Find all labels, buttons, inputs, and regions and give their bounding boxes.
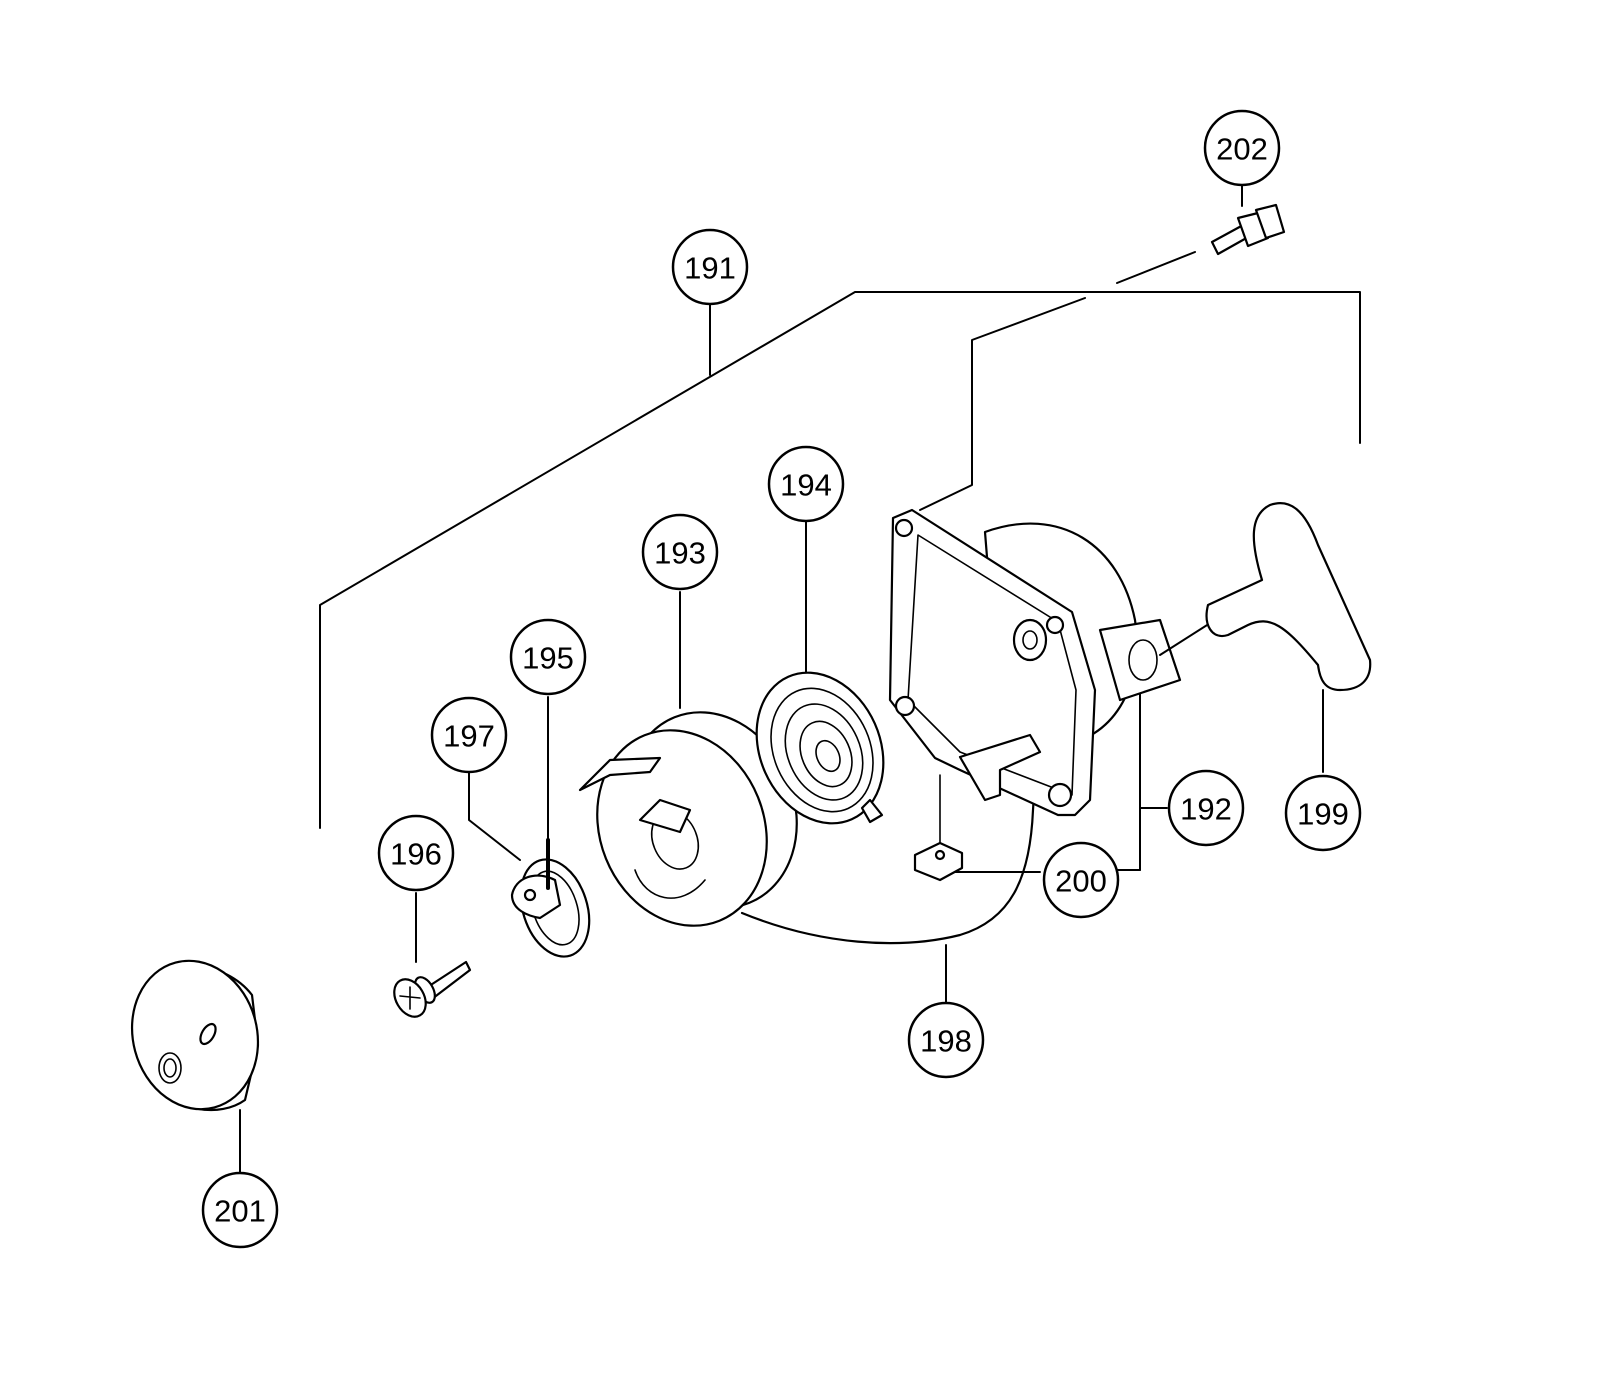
pulley-cam (638, 798, 692, 834)
handle-rope (1159, 619, 1216, 656)
spring-center (815, 739, 841, 773)
damper-pad (913, 774, 964, 882)
leader-197 (468, 772, 521, 861)
callout-200-label: 200 (1055, 864, 1107, 899)
callout-198: 198 (907, 1001, 985, 1079)
spring-coil-1 (770, 687, 874, 813)
spring-hook (860, 798, 884, 824)
starter-handle (1159, 502, 1372, 692)
callout-196: 196 (377, 814, 455, 892)
recoil-housing (888, 508, 1182, 817)
housing-latch (958, 733, 1042, 802)
callout-199: 199 (1284, 774, 1362, 852)
callout-192-label: 192 (1180, 792, 1232, 827)
starter-cup (130, 959, 260, 1112)
housing-boss (1012, 618, 1048, 662)
cup-bore-inner (163, 1058, 177, 1078)
callout-192: 192 (1167, 769, 1245, 847)
housing-hole-top (894, 518, 914, 538)
bracket-191 (319, 291, 1361, 829)
callout-202: 202 (1203, 109, 1281, 187)
cup-bore (158, 1052, 182, 1084)
pawl-pin-hole (523, 888, 537, 902)
housing-rope-guide (1098, 618, 1182, 702)
callout-197: 197 (430, 696, 508, 774)
housing-hole-bottom (1047, 782, 1073, 808)
screw-slot (399, 986, 421, 1010)
callout-196-label: 196 (390, 837, 442, 872)
pad-block (913, 841, 964, 882)
callout-191-label: 191 (684, 251, 736, 286)
pulley-tab (578, 756, 662, 792)
pad-hole (934, 849, 946, 861)
housing-boss-inner (1022, 630, 1038, 650)
rope-guide-hole (1128, 639, 1158, 681)
spring-coil-2 (784, 703, 864, 801)
callout-195: 195 (509, 618, 587, 696)
callout-199-label: 199 (1297, 797, 1349, 832)
bolt (1210, 203, 1286, 256)
bolt-head (1254, 203, 1286, 240)
callout-194: 194 (767, 445, 845, 523)
callout-194-label: 194 (780, 468, 832, 503)
callout-202-label: 202 (1216, 132, 1268, 167)
leader-192 (1139, 689, 1168, 809)
housing-hole-right (1045, 615, 1065, 635)
callout-193: 193 (641, 513, 719, 591)
housing-hole-left (894, 695, 916, 717)
callout-201: 201 (201, 1171, 279, 1249)
callout-201-label: 201 (214, 1194, 266, 1229)
cup-slot (199, 1022, 217, 1046)
leader-lines (239, 183, 1361, 1173)
leader-192-housing (919, 297, 1086, 511)
callout-191: 191 (671, 228, 749, 306)
handle-grip (1205, 502, 1372, 692)
rope-pulley (578, 711, 798, 927)
callout-193-label: 193 (654, 536, 706, 571)
pawl-assembly (510, 838, 591, 958)
callout-195-label: 195 (522, 641, 574, 676)
housing-frame (888, 508, 1097, 817)
callout-197-label: 197 (443, 719, 495, 754)
callout-200: 200 (1042, 841, 1120, 919)
recoil-spring (755, 671, 885, 825)
screw (393, 960, 472, 1018)
callout-198-label: 198 (920, 1024, 972, 1059)
cup-face (130, 959, 260, 1111)
leader-202 (1116, 251, 1196, 284)
pulley-slot (634, 869, 706, 899)
spring-coil-3 (799, 720, 853, 788)
